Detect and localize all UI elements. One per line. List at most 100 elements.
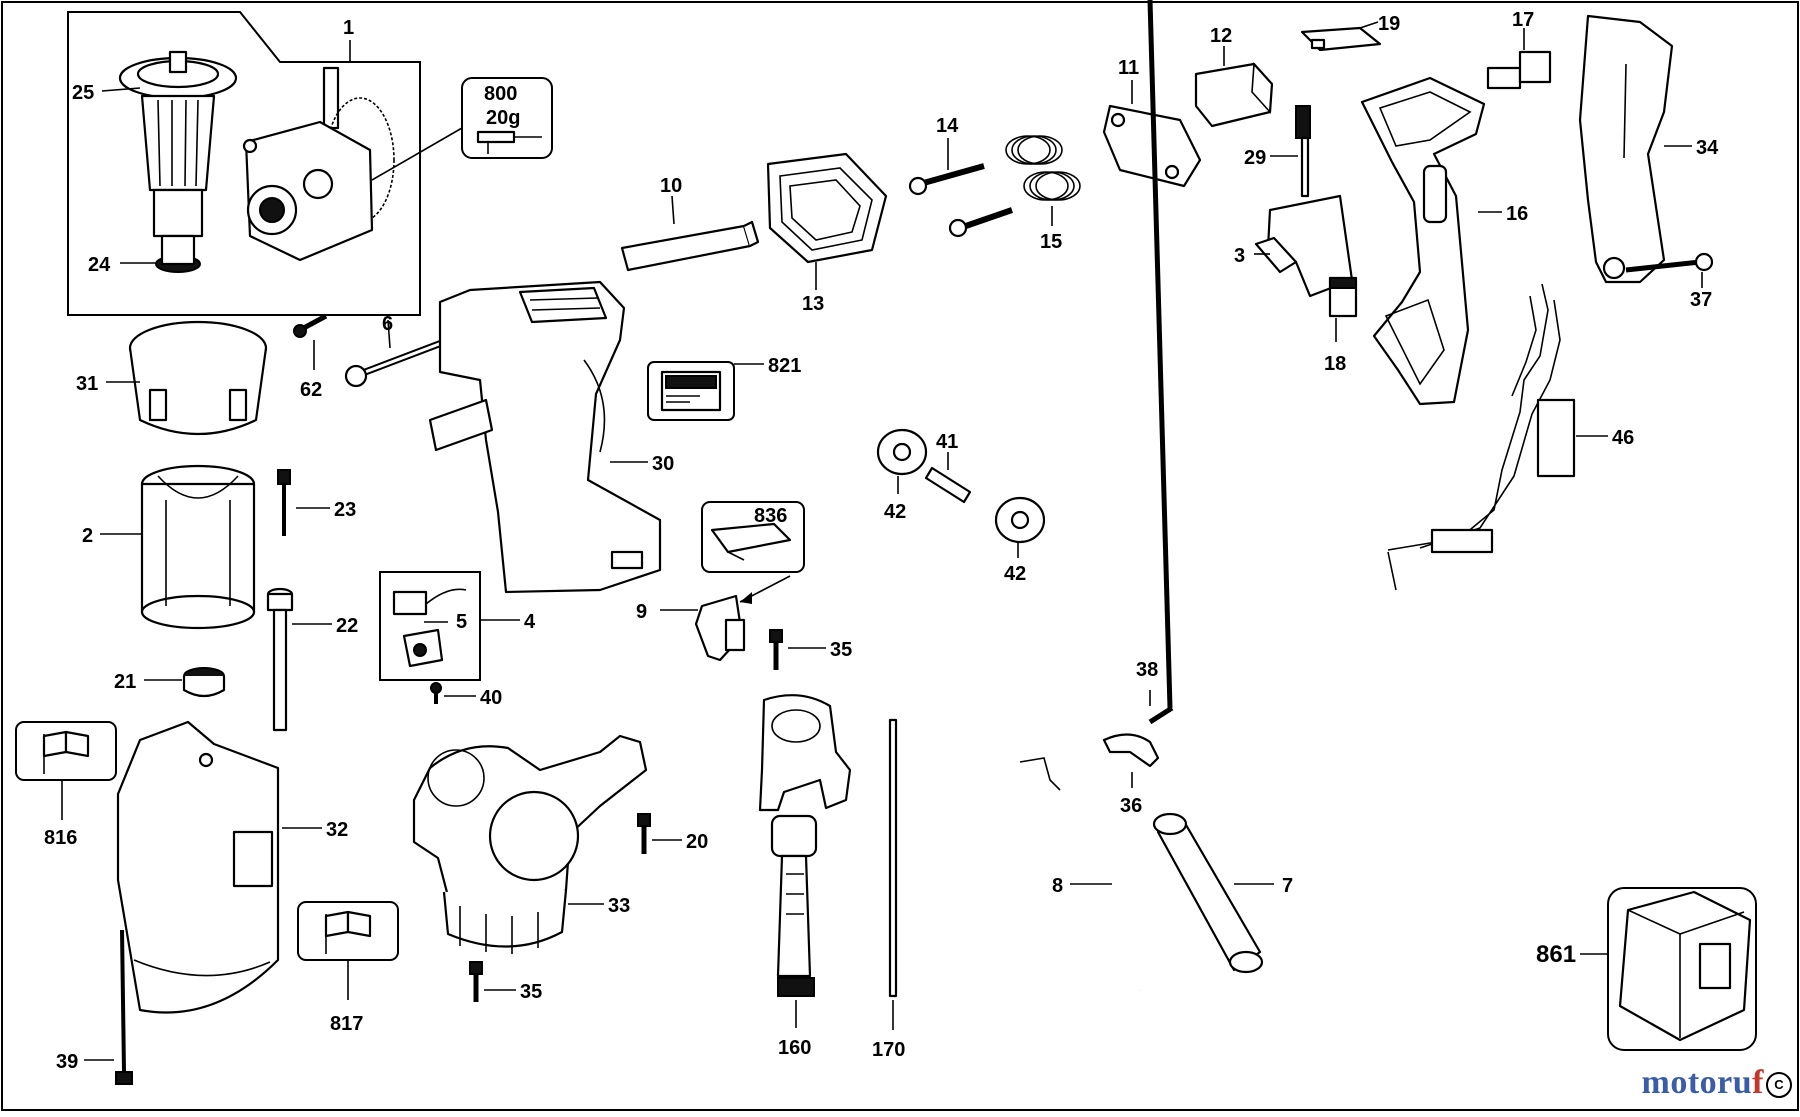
screw-23	[277, 469, 291, 536]
label-19: 19	[1378, 13, 1400, 35]
label-24: 24	[88, 254, 111, 276]
label-16: 16	[1506, 203, 1528, 225]
label-32: 32	[326, 819, 348, 841]
label-160: 160	[778, 1037, 811, 1059]
label-25: 25	[72, 82, 94, 104]
cover-34	[1578, 14, 1674, 284]
label-39: 39	[56, 1051, 78, 1073]
case-box-861	[1607, 887, 1757, 1051]
label-4: 4	[524, 611, 536, 633]
case-icon	[1618, 890, 1752, 1042]
label-816: 816	[44, 827, 77, 849]
watermark: motoruf	[1641, 1064, 1764, 1101]
screw-38	[1147, 0, 1174, 725]
bolt-14	[908, 163, 985, 196]
label-20: 20	[686, 831, 708, 853]
group-box-4	[379, 571, 481, 681]
depth-rod-170	[888, 718, 898, 998]
gear-assembly-part	[242, 66, 395, 262]
label-31: 31	[76, 373, 98, 395]
grease-box-800: 800 20g	[461, 77, 553, 159]
harness-46	[1387, 283, 1576, 591]
label-10: 10	[660, 175, 682, 197]
label-42-right: 42	[1004, 563, 1026, 585]
label-box-821	[647, 361, 735, 421]
label-7: 7	[1282, 875, 1293, 897]
label-17: 17	[1512, 9, 1534, 31]
seal-21	[182, 667, 226, 698]
label-30: 30	[652, 453, 674, 475]
flag-icon	[42, 730, 90, 774]
label-9: 9	[636, 601, 647, 623]
cord-8	[1009, 757, 1145, 991]
label-817: 817	[330, 1013, 363, 1035]
label-14: 14	[936, 115, 959, 137]
clip-box-836: 836	[701, 501, 805, 573]
handle-16	[1360, 76, 1486, 406]
flag-box-817	[297, 901, 399, 961]
grease-tube-icon	[476, 130, 542, 154]
label-800-qty: 20g	[486, 107, 520, 129]
screw-37	[1625, 252, 1714, 273]
side-handle-160	[758, 694, 852, 997]
pin-41	[924, 466, 972, 504]
screw-35-lower	[469, 961, 483, 1002]
label-plate-icon	[660, 370, 722, 412]
label-821: 821	[768, 355, 801, 377]
protector-7	[1152, 812, 1264, 974]
stator-part	[140, 464, 256, 630]
bar-10	[620, 220, 760, 272]
clip-19	[1300, 26, 1382, 52]
label-1: 1	[343, 17, 354, 39]
label-21: 21	[114, 671, 136, 693]
screw-35-upper	[769, 629, 783, 670]
label-5: 5	[456, 611, 467, 633]
screw-62	[293, 313, 328, 338]
screw-40	[430, 682, 442, 704]
label-861: 861	[1536, 941, 1576, 968]
lever-29	[1295, 105, 1311, 198]
gear-case-33	[412, 734, 648, 954]
brush-ring-part	[128, 320, 268, 436]
label-6: 6	[382, 313, 393, 335]
boot-13	[766, 152, 888, 264]
spring-15	[948, 135, 1081, 238]
label-2: 2	[82, 525, 93, 547]
label-11: 11	[1118, 57, 1139, 79]
group-box-1: 1	[67, 11, 421, 316]
roller-42-right	[994, 496, 1046, 544]
label-800: 800	[484, 83, 517, 105]
connector-17	[1486, 50, 1552, 90]
roller-42-left	[876, 428, 928, 476]
clip-9	[694, 594, 746, 662]
label-18: 18	[1324, 353, 1346, 375]
label-46: 46	[1612, 427, 1634, 449]
switch-3	[1254, 194, 1354, 298]
copyright-mark: C	[1766, 1072, 1792, 1098]
label-12: 12	[1210, 25, 1232, 47]
label-40: 40	[480, 687, 502, 709]
clip-icon	[710, 522, 792, 561]
flag-icon	[324, 910, 372, 954]
label-34: 34	[1696, 137, 1719, 159]
screw-20	[637, 813, 651, 854]
label-42-left: 42	[884, 501, 906, 523]
label-3: 3	[1234, 245, 1245, 267]
label-170: 170	[872, 1039, 905, 1061]
label-41: 41	[936, 431, 958, 453]
housing-32	[116, 720, 280, 1014]
gear-housing-30	[428, 280, 662, 594]
label-13: 13	[802, 293, 824, 315]
label-35-lower: 35	[520, 981, 542, 1003]
label-15: 15	[1040, 231, 1062, 253]
label-62: 62	[300, 379, 322, 401]
label-23: 23	[334, 499, 356, 521]
tube-22	[266, 587, 294, 732]
label-29: 29	[1244, 147, 1266, 169]
armature-part	[118, 50, 238, 273]
brush-18	[1328, 276, 1358, 318]
label-8: 8	[1052, 875, 1063, 897]
clamp-36	[1102, 733, 1160, 768]
